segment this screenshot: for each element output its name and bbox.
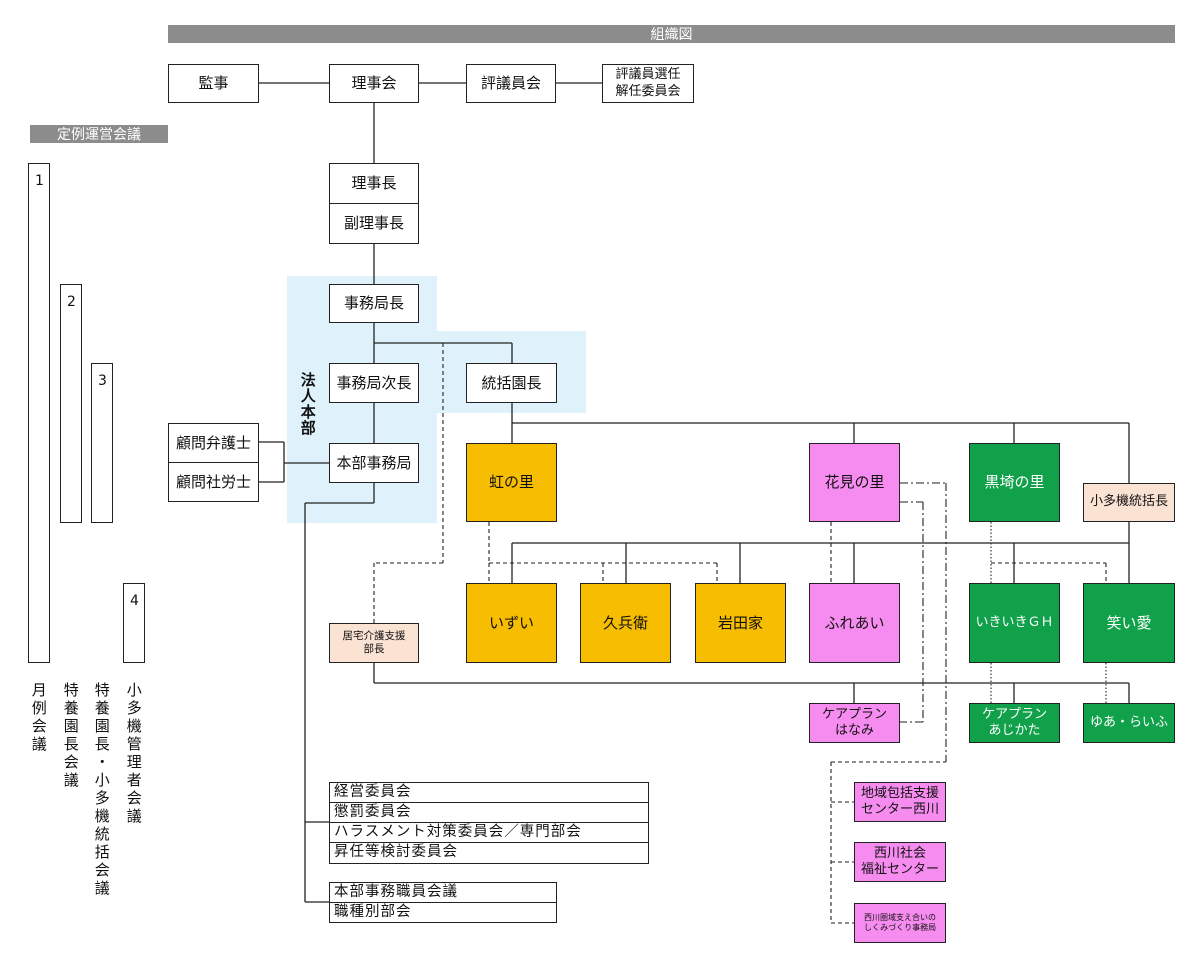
iwatake-box: 岩田家 [695,583,786,663]
tokatsu-encho-box: 統括園長 [466,363,557,403]
hyogiinkai-box: 評議員会 [466,64,556,103]
hanami-no-sato-box: 花見の里 [809,443,900,522]
committee-item: ハラスメント対策委員会／専門部会 [330,823,648,843]
hyogiin-senin-box: 評議員選任 解任委員会 [602,64,694,103]
meeting-item: 職種別部会 [334,904,412,920]
ikiiki-gh-box: いきいきＧＨ [969,583,1060,663]
honbu-jimukyoku-box: 本部事務局 [329,443,419,483]
meeting-banner: 定例運営会議 [30,125,168,143]
niji-no-sato-box: 虹の里 [466,443,557,522]
careplan-hanami-box: ケアプラン はなみ [809,703,900,743]
honbu-meeting-list: 本部事務職員会議 職種別部会 [329,882,557,923]
chiiki-hokatsu-box: 地域包括支援 センター西川 [854,782,946,822]
committee-item: 経営委員会 [330,783,648,803]
meeting-number-1: 1 [35,173,44,189]
meeting-bar-1 [28,163,50,663]
hojin-honbu-label: 法人本部 [298,372,317,436]
meeting-bar-4 [123,583,145,663]
shotaki-tokatsucho-box: 小多機統括長 [1083,483,1175,522]
meeting-banner-label: 定例運営会議 [57,127,141,143]
shikumi-jimukyoku-box: 西川圏域支え合いの しくみづくり事務局 [854,903,946,943]
meeting-bar-3 [91,363,113,523]
kurosaki-no-sato-box: 黒埼の里 [969,443,1060,522]
advisor-labor-box: 顧問社労士 [168,462,259,502]
rijicho-box: 理事長 [329,163,419,204]
meeting-label-4: 小多機管理者会議 [124,682,143,826]
warai-ai-box: 笑い愛 [1083,583,1175,663]
rijikai-box: 理事会 [329,64,419,103]
meeting-label-1: 月例会議 [29,682,48,754]
kyotaku-bucho-box: 居宅介護支援 部長 [329,623,419,663]
izui-box: いずい [466,583,557,663]
fureai-box: ふれあい [809,583,900,663]
jimukyokucho-box: 事務局長 [329,284,419,323]
meeting-label-3: 特養園長・小多機統括会議 [92,682,111,898]
meeting-number-4: 4 [130,593,139,609]
kyubee-box: 久兵衛 [580,583,671,663]
yuaraifu-box: ゆあ・らいふ [1083,703,1175,743]
meeting-bar-2 [60,284,82,523]
meeting-label-2: 特養園長会議 [61,682,80,790]
meeting-number-3: 3 [98,373,107,389]
committee-item: 昇任等検討委員会 [334,844,458,860]
meeting-number-2: 2 [67,294,76,310]
shakai-fukushi-box: 西川社会 福祉センター [854,842,946,882]
kanji-box: 監事 [168,64,259,103]
careplan-ajikata-box: ケアプラン あじかた [969,703,1060,743]
meeting-item: 本部事務職員会議 [330,883,556,903]
title-banner: 組織図 [168,25,1175,43]
fukurijicho-box: 副理事長 [329,203,419,244]
advisor-lawyer-box: 顧問弁護士 [168,423,259,463]
jichokucho-box: 事務局次長 [329,363,419,403]
page-title: 組織図 [650,27,693,43]
committee-list: 経営委員会 懲罰委員会 ハラスメント対策委員会／専門部会 昇任等検討委員会 [329,782,649,864]
committee-item: 懲罰委員会 [330,803,648,823]
